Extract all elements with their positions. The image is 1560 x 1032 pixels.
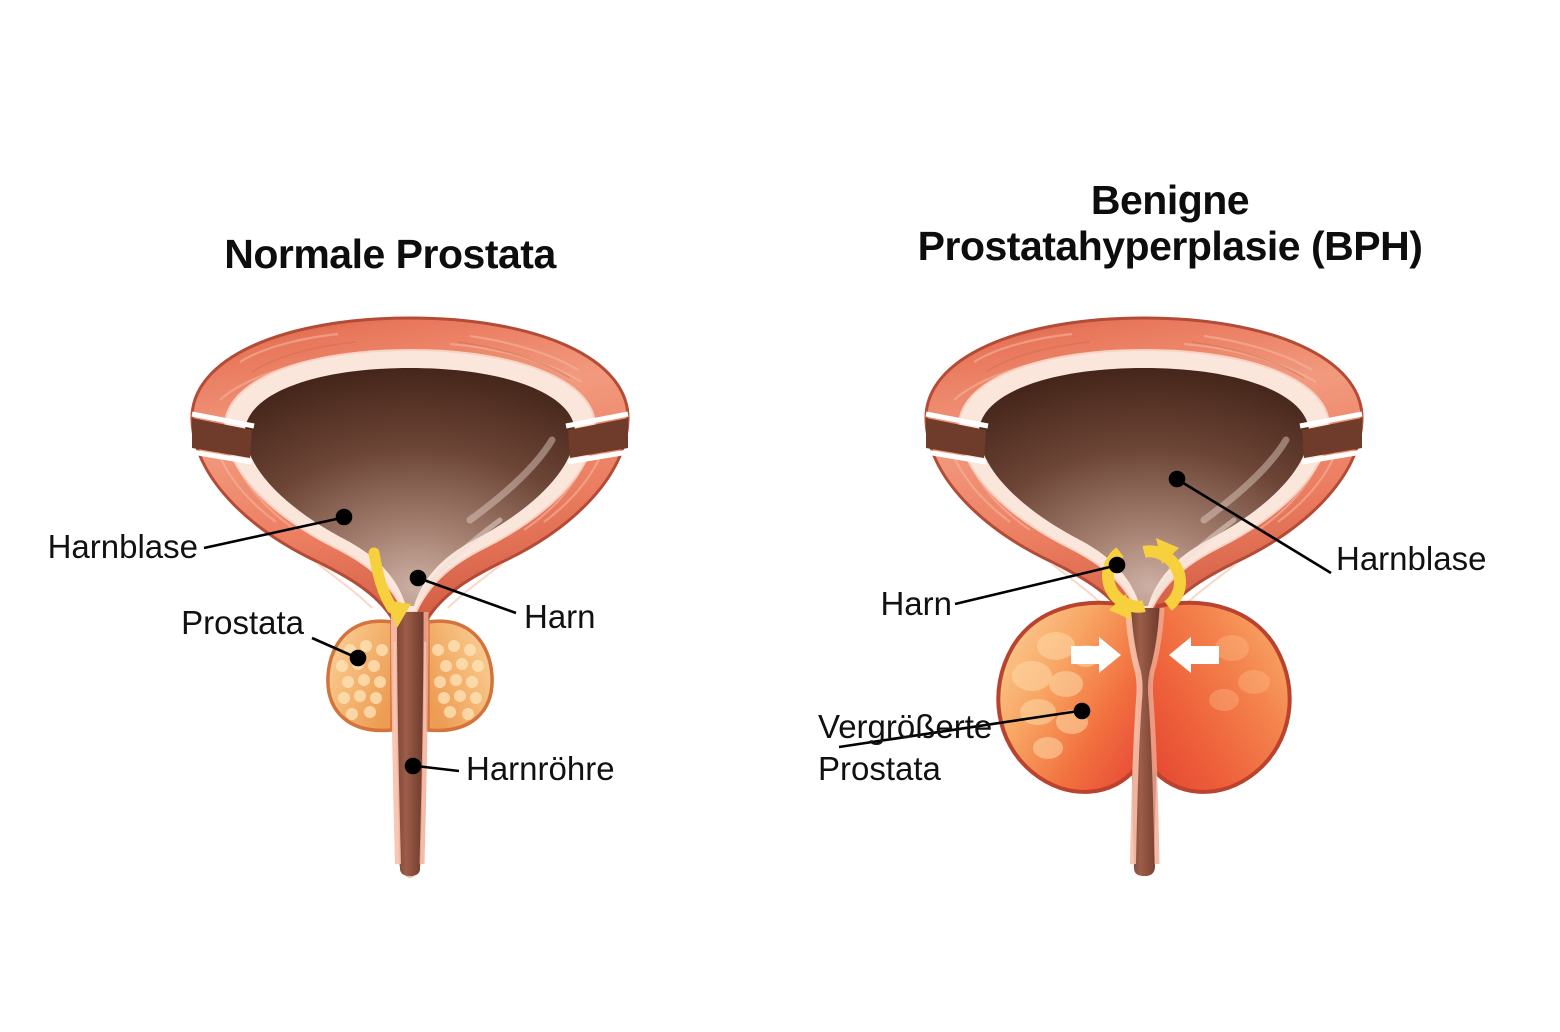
compression-arrow-right — [1169, 637, 1219, 673]
panel-bph-title-line1: Benigne — [1090, 177, 1250, 223]
normal-prostate-lobes — [326, 619, 494, 733]
normal-prostate-illustration — [190, 316, 630, 878]
panel-bph-title: Benigne Prostatahyperplasie (BPH) — [780, 177, 1560, 270]
bph-leader-lines — [838, 470, 1332, 749]
bph-bladder-lumen — [978, 368, 1310, 606]
bph-ureter-stubs — [925, 411, 1363, 465]
label-harnblase-bph: Harnblase — [1336, 540, 1487, 577]
normal-leader-lines — [203, 508, 517, 775]
label-enlarged-prostate-line2: Prostata — [818, 750, 941, 787]
normal-bladder-lumen — [244, 368, 576, 606]
label-harnblase-normal: Harnblase — [47, 528, 198, 565]
bph-compression-arrows — [1071, 637, 1219, 673]
normal-urethra-foreground — [391, 611, 429, 876]
panel-bph-title-line2: Prostatahyperplasie (BPH) — [917, 222, 1423, 269]
label-harnroehre-normal: Harnröhre — [466, 750, 615, 787]
bph-compressed-urethra — [1125, 607, 1165, 876]
panel-normal-title: Normale Prostata — [224, 231, 556, 277]
label-harn-normal: Harn — [524, 598, 596, 635]
panel-bph: Benigne Prostatahyperplasie (BPH) — [780, 0, 1560, 1032]
normal-urine-flow-arrow — [368, 547, 411, 628]
normal-ureter-stubs — [191, 411, 629, 465]
label-enlarged-prostate-line1: Vergrößerte — [818, 708, 993, 745]
label-prostata-normal: Prostata — [181, 604, 304, 641]
label-harn-bph: Harn — [880, 585, 952, 622]
compression-arrow-left — [1071, 637, 1121, 673]
bph-illustration — [838, 316, 1364, 876]
panel-normal-prostate: Normale Prostata — [47, 231, 630, 878]
